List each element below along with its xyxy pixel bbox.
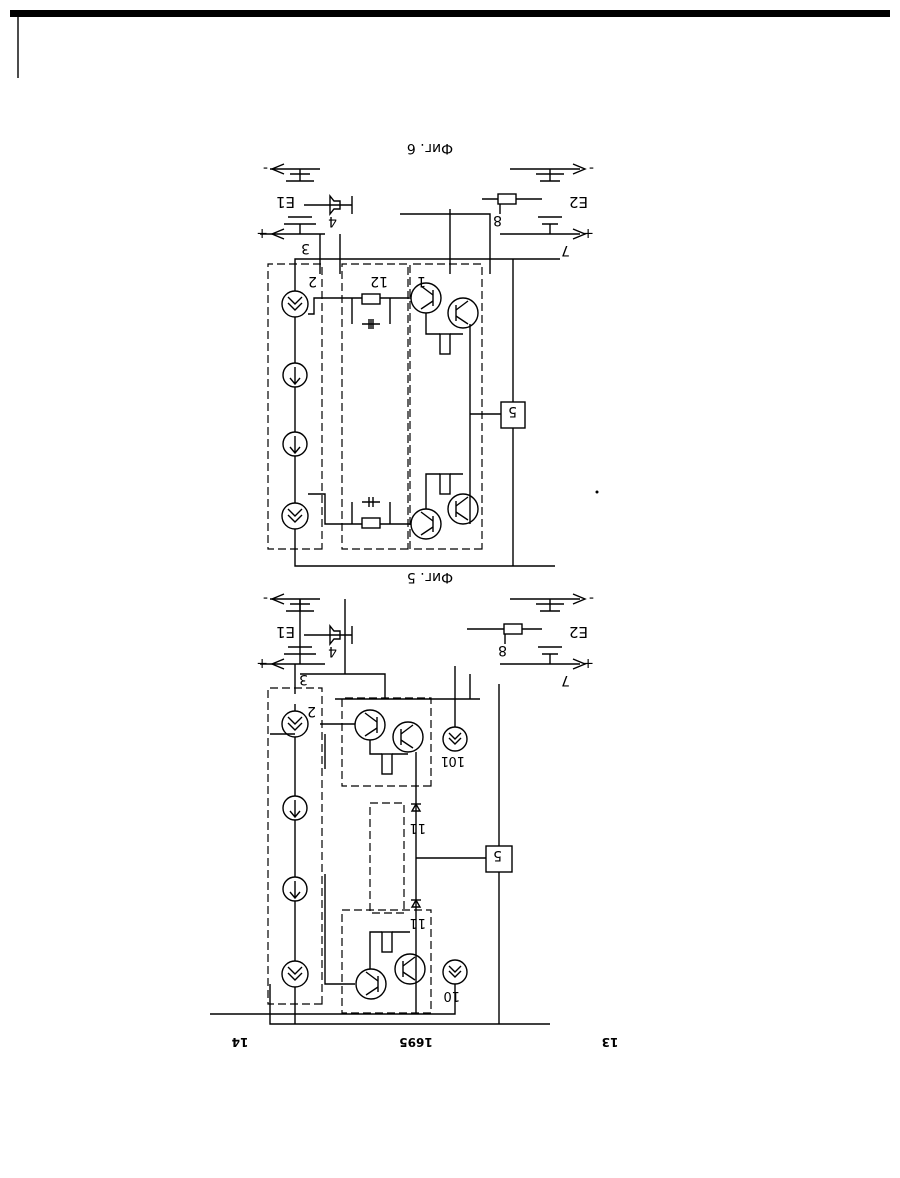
fig6-label-minus-right: - (589, 160, 594, 176)
fig6-label-7: 7 (561, 242, 570, 258)
fig6-current-source-mid2 (283, 432, 307, 456)
fig5-label-2: 2 (307, 703, 316, 719)
fig5-transistor-lower-b (395, 954, 425, 984)
fig5-label-10-1: 10 (448, 753, 465, 768)
fig5-label-e2: E2 (569, 623, 588, 641)
fig5-label-minus-left: - (263, 590, 268, 606)
fig6-label-3: 3 (301, 240, 310, 256)
fig6-label-e2: E2 (569, 193, 588, 211)
fig5-label-plus-left: + (256, 655, 268, 671)
fig5-transistor-lower-a (356, 969, 386, 999)
fig6-transistor-lower-a (411, 509, 441, 539)
fig6-label-4: 4 (328, 213, 337, 229)
page-number-right: 14 (232, 1035, 249, 1049)
fig5-label-plus-right: + (582, 655, 594, 671)
fig5-label-1: 1 (441, 753, 449, 768)
scan-speck (596, 491, 599, 494)
fig6-transistor-upper-b (448, 298, 478, 328)
fig5-current-source-bottom (282, 961, 308, 987)
fig5-label-11-b: 11 (409, 915, 426, 930)
page-number-left: 13 (602, 1035, 619, 1049)
fig6-resistor-lower (440, 474, 450, 494)
fig5-resistor-upper (382, 754, 392, 774)
fig6-resistor-12-lower (362, 518, 380, 528)
fig5-label-7: 7 (561, 672, 570, 688)
fig5-label-10: 10 (443, 988, 460, 1003)
fig5-caption: Фиг. 5 (407, 569, 453, 585)
fig6-current-source-bottom (282, 503, 308, 529)
fig5-current-source-10 (443, 727, 467, 751)
fig6-label-1: 1 (417, 273, 426, 289)
fig6-current-source-top (282, 291, 308, 317)
fig6-label-2: 2 (308, 273, 317, 289)
fig5-transistor-upper-b (393, 722, 423, 752)
fig6-label-12: 12 (370, 273, 388, 289)
fig6-label-minus-left: - (263, 160, 268, 176)
fig5-current-source-10-1 (443, 960, 467, 984)
document-number: 1695 (399, 1035, 432, 1049)
fig6-label-8: 8 (493, 212, 502, 228)
fig6-label-e1: E1 (276, 193, 295, 211)
fig5-label-8: 8 (498, 642, 507, 658)
fig6-transistor-lower-b (448, 494, 478, 524)
fig5-label-5: 5 (493, 847, 502, 863)
fig6-label-5: 5 (508, 403, 517, 419)
fig5-label-11-a: 11 (409, 820, 426, 835)
fig6-label-plus-left: + (256, 225, 268, 241)
fig5-label-e1: E1 (276, 623, 295, 641)
fig5-current-source-mid2 (283, 877, 307, 901)
fig5-resistor-lower (382, 932, 392, 952)
fig5-current-source-mid1 (283, 796, 307, 820)
fig5-label-4: 4 (328, 643, 337, 659)
fig5-current-source-top (282, 711, 308, 737)
fig6-resistor-upper (440, 334, 450, 354)
fig6-resistor-12-upper (362, 294, 380, 304)
fig5-transistor-upper-a (355, 710, 385, 740)
fig5-label-3: 3 (299, 671, 308, 687)
fig6-current-source-mid1 (283, 363, 307, 387)
top-border-bar (10, 10, 890, 17)
fig6-label-plus-right: + (582, 225, 594, 241)
fig5-label-minus-right: - (589, 590, 594, 606)
fig6-caption: Фиг. 6 (407, 140, 453, 156)
